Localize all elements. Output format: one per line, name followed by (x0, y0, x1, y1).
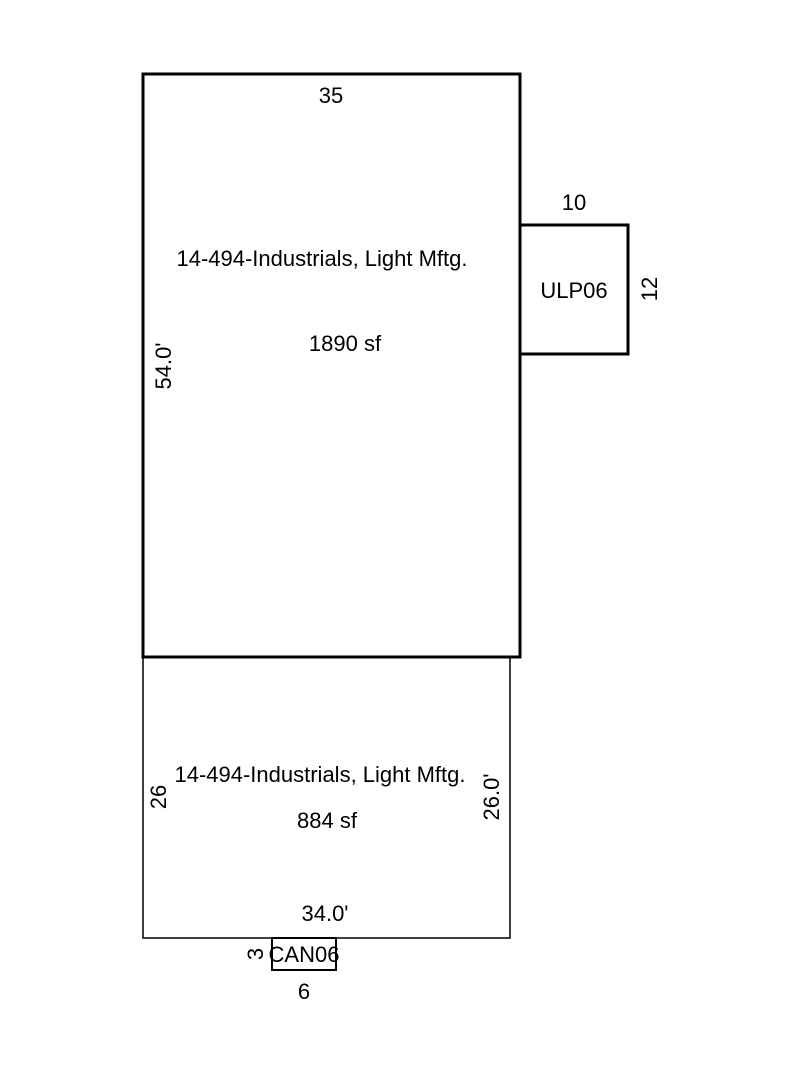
lower-bottom-label: 34.0' (301, 901, 348, 926)
main-area-label: 1890 sf (309, 331, 382, 356)
canopy-code-label: CAN06 (269, 942, 340, 967)
main-width-label: 35 (319, 83, 343, 108)
lower-left-label: 26 (146, 785, 171, 809)
porch-code-label: ULP06 (540, 278, 607, 303)
porch-width-label: 10 (562, 190, 586, 215)
lower-building-outline (142, 656, 511, 939)
lower-use-label: 14-494-Industrials, Light Mftg. (174, 762, 465, 787)
lower-area-label: 884 sf (297, 808, 358, 833)
lower-right-label: 26.0' (479, 773, 504, 820)
porch-height-label: 12 (637, 277, 662, 301)
main-height-label: 54.0' (151, 342, 176, 389)
canopy-height-label: 3 (243, 948, 268, 960)
main-use-label: 14-494-Industrials, Light Mftg. (176, 246, 467, 271)
porch-outline (520, 223, 630, 356)
canopy-outline (271, 937, 337, 971)
main-building-outline (141, 72, 522, 659)
canopy-width-label: 6 (298, 979, 310, 1004)
